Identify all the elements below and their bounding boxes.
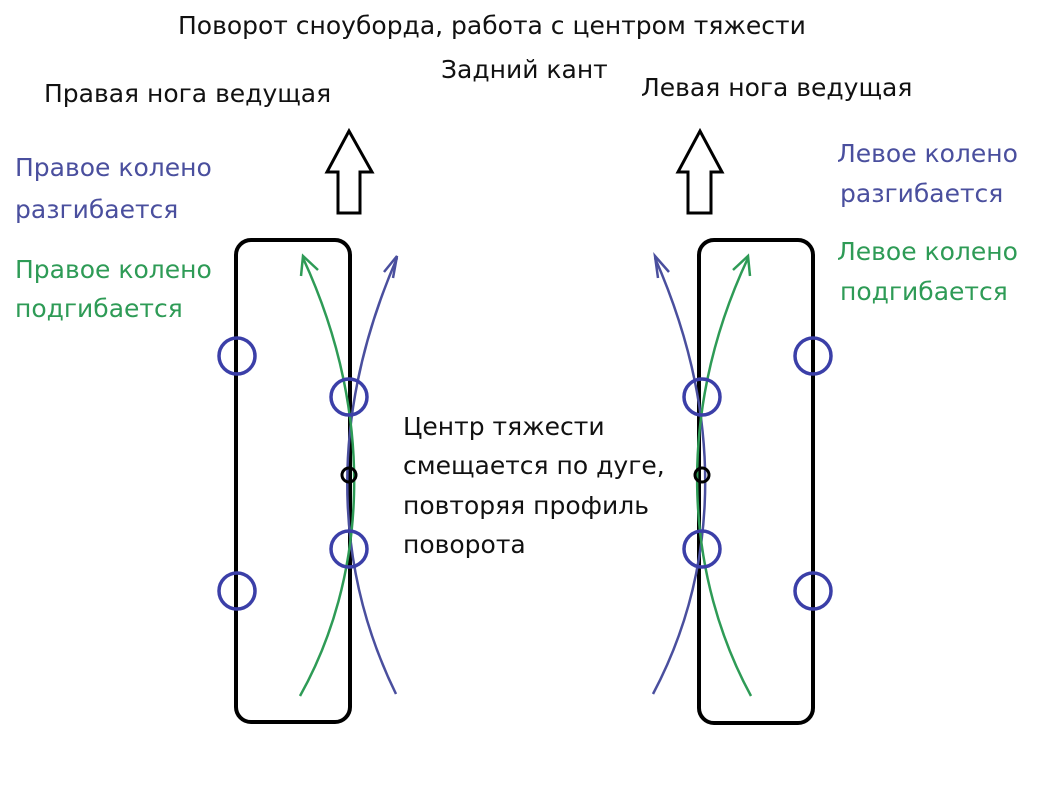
right-binding-front-toe <box>682 529 722 569</box>
right-extend-arc <box>651 257 707 695</box>
left-binding-front-toe <box>329 529 369 569</box>
left-extend-label-1: Правое колено <box>15 153 212 182</box>
right-heading: Левая нога ведущая <box>641 73 913 102</box>
right-binding-rear-toe <box>682 377 722 417</box>
left-direction-arrow-icon <box>324 127 375 215</box>
left-extend-label-2: разгибается <box>15 195 179 224</box>
right-center-of-gravity <box>693 466 711 484</box>
left-bend-label-1: Правое колено <box>15 255 212 284</box>
left-binding-rear-heel <box>217 336 257 376</box>
center-note-line-3: повторяя профиль <box>403 491 649 520</box>
edge-label: Задний кант <box>441 55 608 84</box>
left-binding-rear-toe <box>329 377 369 417</box>
right-bend-label-2: подгибается <box>840 277 1008 306</box>
right-bend-label-1: Левое колено <box>837 237 1018 266</box>
diagram-title: Поворот сноуборда, работа с центром тяже… <box>178 11 806 40</box>
center-note-line-4: поворота <box>403 530 526 559</box>
left-heading: Правая нога ведущая <box>44 79 332 108</box>
left-bend-arrowhead-icon <box>299 253 319 277</box>
center-note-line-1: Центр тяжести <box>403 412 605 441</box>
left-binding-front-heel <box>217 571 257 611</box>
left-bend-arc <box>298 257 356 697</box>
right-bend-arrowhead-icon <box>732 253 752 277</box>
right-bend-arc <box>695 257 753 697</box>
right-binding-rear-heel <box>793 336 833 376</box>
right-snowboard <box>697 238 815 725</box>
left-bend-label-2: подгибается <box>15 294 183 323</box>
left-extend-arrowhead-icon <box>383 255 399 279</box>
left-center-of-gravity <box>340 466 358 484</box>
right-binding-front-heel <box>793 571 833 611</box>
right-extend-label-2: разгибается <box>840 179 1004 208</box>
right-direction-arrow-icon <box>675 127 725 215</box>
right-extend-arrowhead-icon <box>653 252 670 279</box>
left-snowboard <box>234 238 352 724</box>
center-note-line-2: смещается по дуге, <box>403 451 665 480</box>
left-extend-arc <box>346 257 399 695</box>
right-extend-label-1: Левое колено <box>837 139 1018 168</box>
